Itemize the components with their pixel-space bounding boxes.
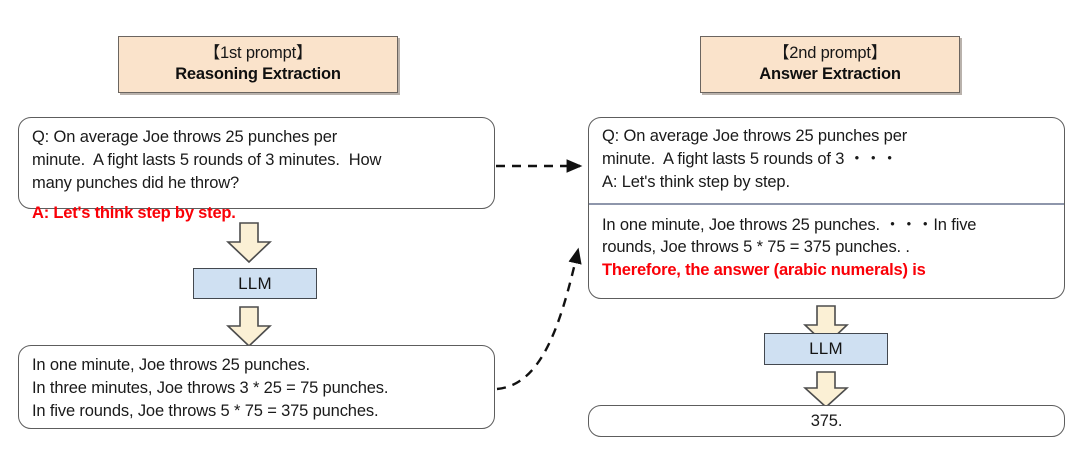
left-output-text: In one minute, Joe throws 25 punches. In… bbox=[32, 356, 389, 420]
right-llm-box: LLM bbox=[764, 333, 888, 365]
down-arrow-left-bottom bbox=[226, 306, 272, 348]
header-2nd-prompt-name: Answer Extraction bbox=[759, 65, 901, 84]
left-prompt-answer-trigger: A: Let's think step by step. bbox=[32, 204, 236, 223]
right-prompt-segment-1-text: Q: On average Joe throws 25 punches per … bbox=[602, 127, 908, 191]
header-1st-prompt-bracket: 【1st prompt】 bbox=[203, 44, 313, 63]
right-prompt-segment-2-text: In one minute, Joe throws 25 punches. ・・… bbox=[602, 215, 977, 257]
left-llm-label: LLM bbox=[238, 273, 272, 293]
header-banner-2nd-prompt: 【2nd prompt】 Answer Extraction bbox=[700, 36, 960, 93]
right-prompt-answer-trigger: Therefore, the answer (arabic numerals) … bbox=[602, 261, 926, 280]
header-banner-1st-prompt: 【1st prompt】 Reasoning Extraction bbox=[118, 36, 398, 93]
left-prompt-box: Q: On average Joe throws 25 punches per … bbox=[18, 117, 495, 222]
right-answer-box: 375. bbox=[588, 405, 1065, 437]
right-prompt-divider bbox=[589, 203, 1064, 205]
right-prompt-box: Q: On average Joe throws 25 punches per … bbox=[588, 117, 1065, 299]
right-prompt-segment-2: In one minute, Joe throws 25 punches. ・・… bbox=[589, 205, 1064, 290]
down-arrow-right-bottom bbox=[802, 371, 850, 409]
right-llm-label: LLM bbox=[809, 339, 843, 358]
left-llm-box: LLM bbox=[193, 268, 317, 299]
right-prompt-segment-1: Q: On average Joe throws 25 punches per … bbox=[589, 118, 1064, 201]
down-arrow-left-top bbox=[226, 222, 272, 264]
header-1st-prompt-name: Reasoning Extraction bbox=[175, 65, 341, 84]
right-answer-text: 375. bbox=[810, 411, 843, 430]
dashed-arrow-output-to-prompt bbox=[496, 247, 582, 391]
header-2nd-prompt-bracket: 【2nd prompt】 bbox=[772, 44, 888, 63]
left-output-box: In one minute, Joe throws 25 punches. In… bbox=[18, 345, 495, 429]
left-prompt-question: Q: On average Joe throws 25 punches per … bbox=[32, 128, 382, 192]
